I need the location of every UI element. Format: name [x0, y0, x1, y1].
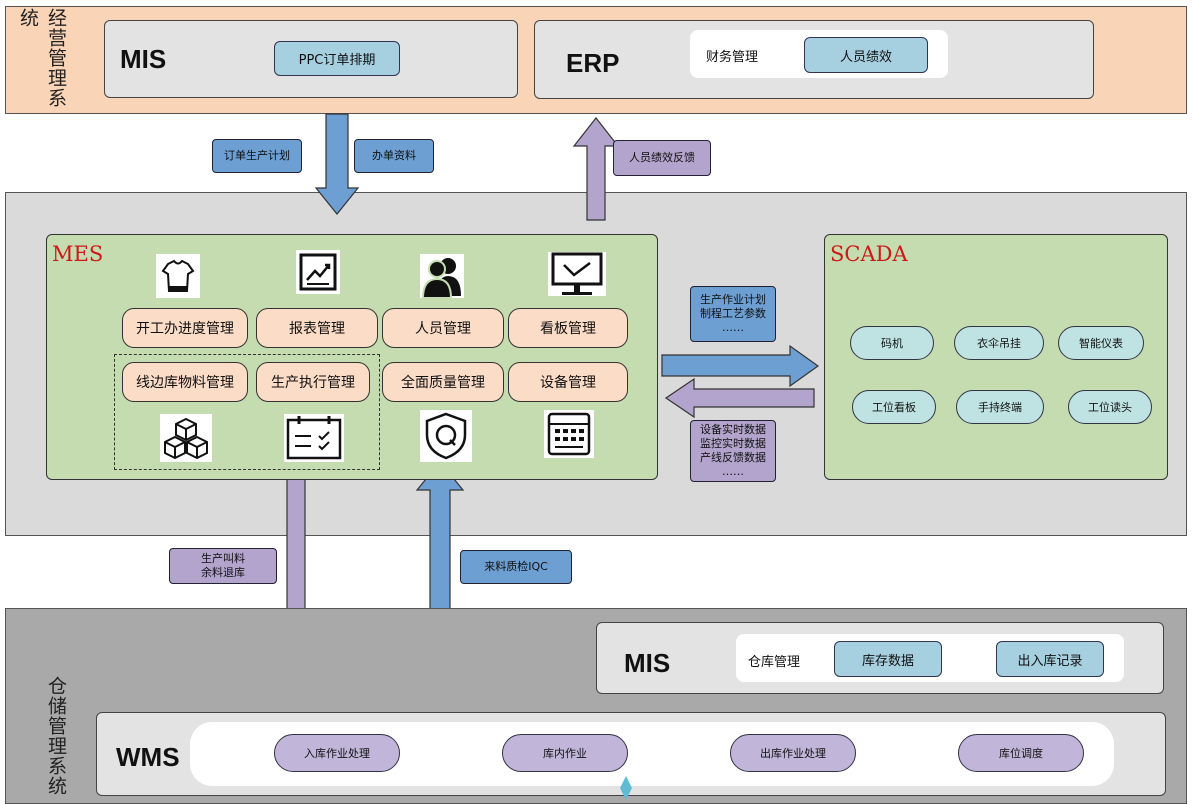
order-plan-down-arrow: [314, 113, 360, 215]
module-quality[interactable]: 全面质量管理: [382, 362, 504, 402]
shirt-icon: [156, 254, 200, 298]
bottom-mis-title: MIS: [624, 648, 671, 678]
location-scheduling[interactable]: 库位调度: [958, 734, 1084, 772]
equipment-device-icon: [544, 410, 594, 458]
wms-title: WMS: [116, 742, 180, 772]
erp-title: ERP: [566, 48, 620, 78]
scada-station-reader[interactable]: 工位读头: [1068, 390, 1152, 424]
equipment-data-line-1: 设备实时数据: [700, 423, 766, 436]
performance-feedback-tag: 人员绩效反馈: [613, 140, 711, 176]
scada-smart-meter[interactable]: 智能仪表: [1058, 326, 1144, 360]
quality-shield-icon: [420, 410, 472, 462]
erp-box: [534, 20, 1094, 99]
iqc-tag: 来料质检IQC: [460, 550, 572, 584]
module-line-side-inventory[interactable]: 线边库物料管理: [122, 362, 248, 402]
people-icon: [420, 254, 464, 298]
module-production-execution[interactable]: 生产执行管理: [256, 362, 370, 402]
production-plan-line-2: 制程工艺参数: [700, 307, 766, 320]
material-call-line-1: 生产叫料: [201, 552, 245, 565]
inventory-data[interactable]: 库存数据: [834, 641, 942, 677]
mes-title: MES: [52, 242, 104, 266]
module-start-progress[interactable]: 开工办进度管理: [122, 308, 248, 348]
schedule-checklist-icon: [284, 414, 344, 462]
in-out-records[interactable]: 出入库记录: [996, 641, 1104, 677]
scada-to-mes-arrow: [664, 377, 815, 419]
scada-hanger[interactable]: 衣伞吊挂: [954, 326, 1044, 360]
in-warehouse-ops[interactable]: 库内作业: [502, 734, 628, 772]
ppc-order-scheduling[interactable]: PPC订单排期: [274, 41, 400, 76]
scada-code-machine[interactable]: 码机: [850, 326, 934, 360]
monitor-dashboard-icon: [548, 252, 606, 296]
module-kanban[interactable]: 看板管理: [508, 308, 628, 348]
warehouse-mgmt-label: 仓库管理: [748, 655, 801, 670]
erp-staff-performance[interactable]: 人员绩效: [804, 37, 928, 73]
management-band-label: 经营管理系统: [17, 8, 67, 108]
mes-to-scada-arrow: [661, 344, 820, 388]
equipment-data-tag: 设备实时数据 监控实时数据 产线反馈数据 ……: [690, 420, 776, 482]
order-plan-tag: 订单生产计划: [212, 139, 302, 173]
material-call-line-2: 余料退库: [201, 566, 245, 579]
scada-handheld[interactable]: 手持终端: [956, 390, 1044, 424]
inbound-processing[interactable]: 入库作业处理: [274, 734, 400, 772]
scada-station-board[interactable]: 工位看板: [852, 390, 936, 424]
erp-finance-label: 财务管理: [706, 50, 759, 65]
warehouse-band-label: 仓储管理系统: [45, 676, 67, 796]
module-reports[interactable]: 报表管理: [256, 308, 378, 348]
performance-feedback-up-arrow: [572, 117, 620, 221]
equipment-data-line-4: ……: [722, 465, 744, 478]
equipment-data-line-2: 监控实时数据: [700, 437, 766, 450]
module-personnel[interactable]: 人员管理: [382, 308, 504, 348]
top-mis-title: MIS: [120, 44, 167, 74]
order-docs-tag: 办单资料: [354, 139, 434, 173]
boxes-icon: [160, 414, 212, 462]
production-plan-line-1: 生产作业计划: [700, 293, 766, 306]
material-call-tag: 生产叫料 余料退库: [169, 548, 277, 584]
scada-title: SCADA: [830, 242, 908, 266]
module-equipment[interactable]: 设备管理: [508, 362, 628, 402]
production-plan-tag: 生产作业计划 制程工艺参数 ……: [690, 286, 776, 342]
production-plan-line-3: ……: [722, 321, 744, 334]
outbound-processing[interactable]: 出库作业处理: [730, 734, 856, 772]
line-side-group: [114, 354, 380, 470]
equipment-data-line-3: 产线反馈数据: [700, 451, 766, 464]
report-chart-icon: [296, 250, 340, 294]
